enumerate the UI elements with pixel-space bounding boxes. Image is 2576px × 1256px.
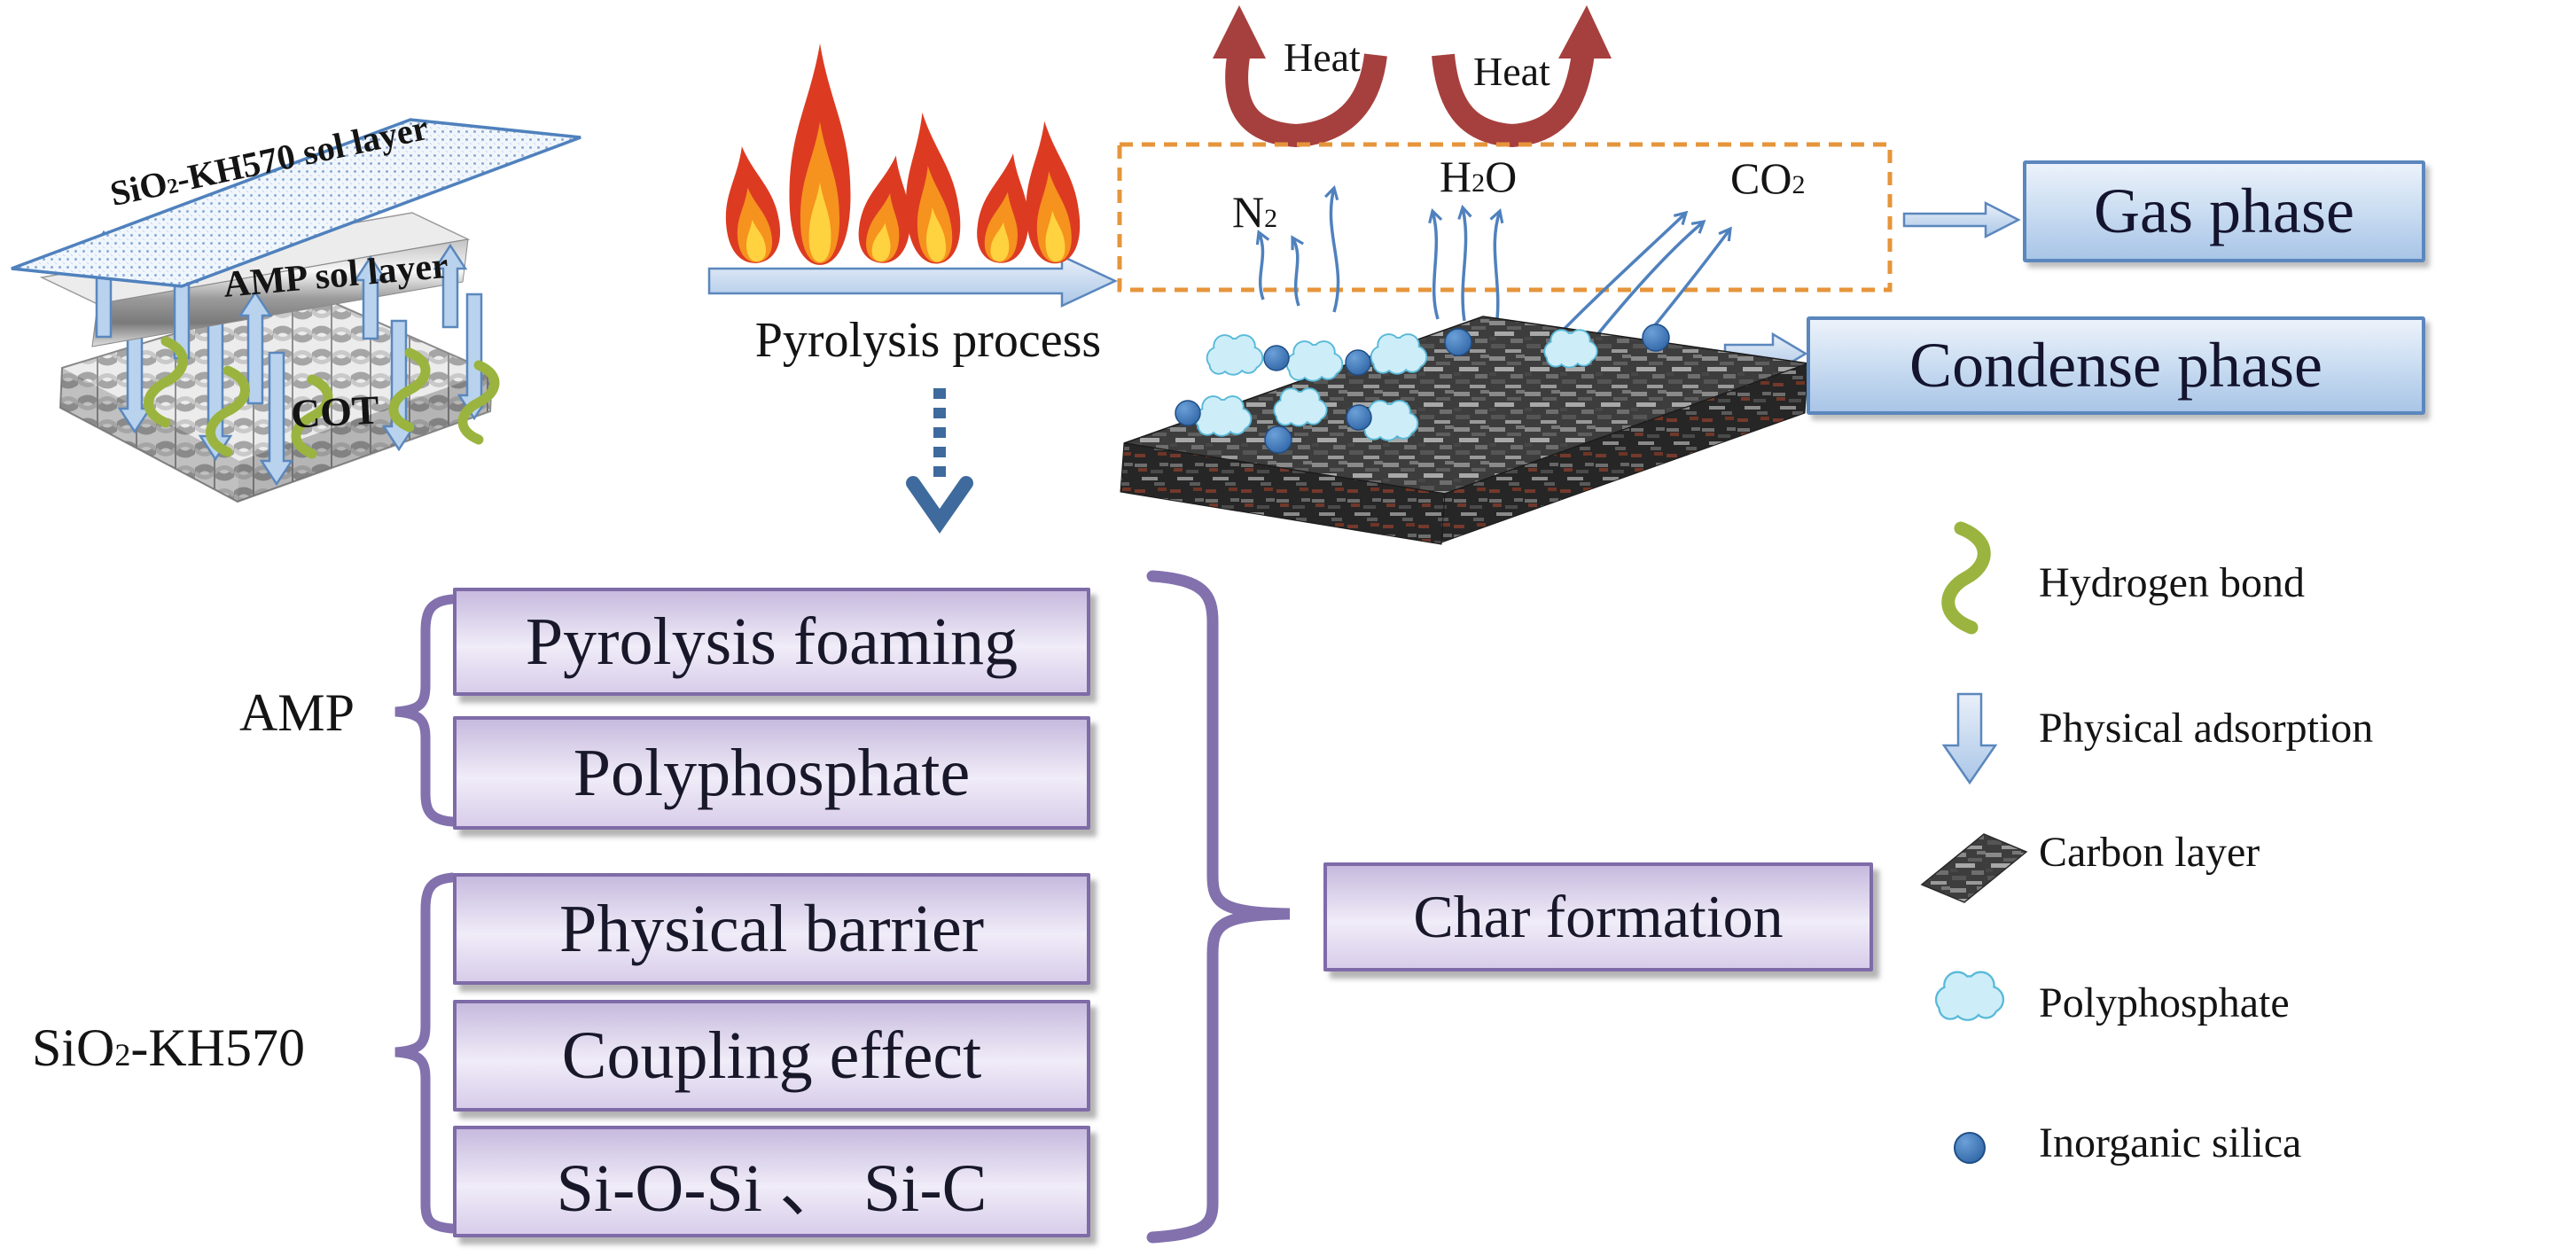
flow-box-coupling-effect: Coupling effect [453,1000,1090,1112]
amp-group-label: AMP [238,683,355,742]
dashed-down-arrow [906,388,973,534]
sio2-sheet-layer [11,118,582,288]
legend-label-physical-adsorption: Physical adsorption [2039,705,2374,752]
co2-label: CO2 [1730,153,1806,203]
flow-box-polyphosphate: Polyphosphate [453,716,1090,830]
legend-label-hydrogen-bond: Hydrogen bond [2039,559,2305,606]
gas-phase-arrow [1902,200,2021,239]
hydrogen-bond-icon [1941,521,1991,635]
sio2-brace [394,872,457,1234]
condense-phase-box: Condense phase [1807,316,2425,415]
sio2-group-label: SiO2-KH570 [32,1018,306,1077]
legend-label-carbon-layer: Carbon layer [2039,829,2260,876]
flow-box-pyrolysis-foaming: Pyrolysis foaming [453,588,1090,696]
heat-arrow-left-icon [1213,5,1387,148]
amp-brace [394,594,457,827]
char-formation-brace [1146,570,1291,1244]
gas-region-dashed-box [1117,142,1893,293]
flowchart-braces [394,570,1291,1244]
gas-phase-box: Gas phase [2023,160,2425,262]
heat-label-right: Heat [1473,49,1550,94]
flames-icon [715,43,1084,267]
char-residue-slab [1120,316,1809,545]
pyrolysis-process-label: Pyrolysis process [754,313,1102,368]
carbon-layer-icon [1920,833,2028,903]
polyphosphate-icon [1937,973,2002,1019]
flow-box-physical-barrier: Physical barrier [453,873,1090,985]
inorganic-silica-icon [1954,1132,1986,1164]
char-formation-box: Char formation [1323,862,1873,971]
pyrolysis-arrow [707,254,1118,308]
inorganic-silica-dots [1175,324,1670,454]
physical-adsorption-icon [1941,692,1998,785]
flow-box-si-o-si: Si-O-Si 、 Si-C [453,1126,1090,1237]
h2o-label: H2O [1440,152,1518,201]
legend-icons [1920,521,2028,1164]
hydrogen-bond-squiggles [144,336,500,459]
cot-label: COT [289,386,380,437]
legend-label-inorganic-silica: Inorganic silica [2039,1119,2302,1166]
coated-fabric-stack [11,118,582,503]
heat-arrow-right-icon [1432,5,1612,148]
n2-label: N2 [1232,187,1278,237]
legend-label-polyphosphate: Polyphosphate [2039,979,2290,1026]
heat-label-left: Heat [1284,35,1361,80]
